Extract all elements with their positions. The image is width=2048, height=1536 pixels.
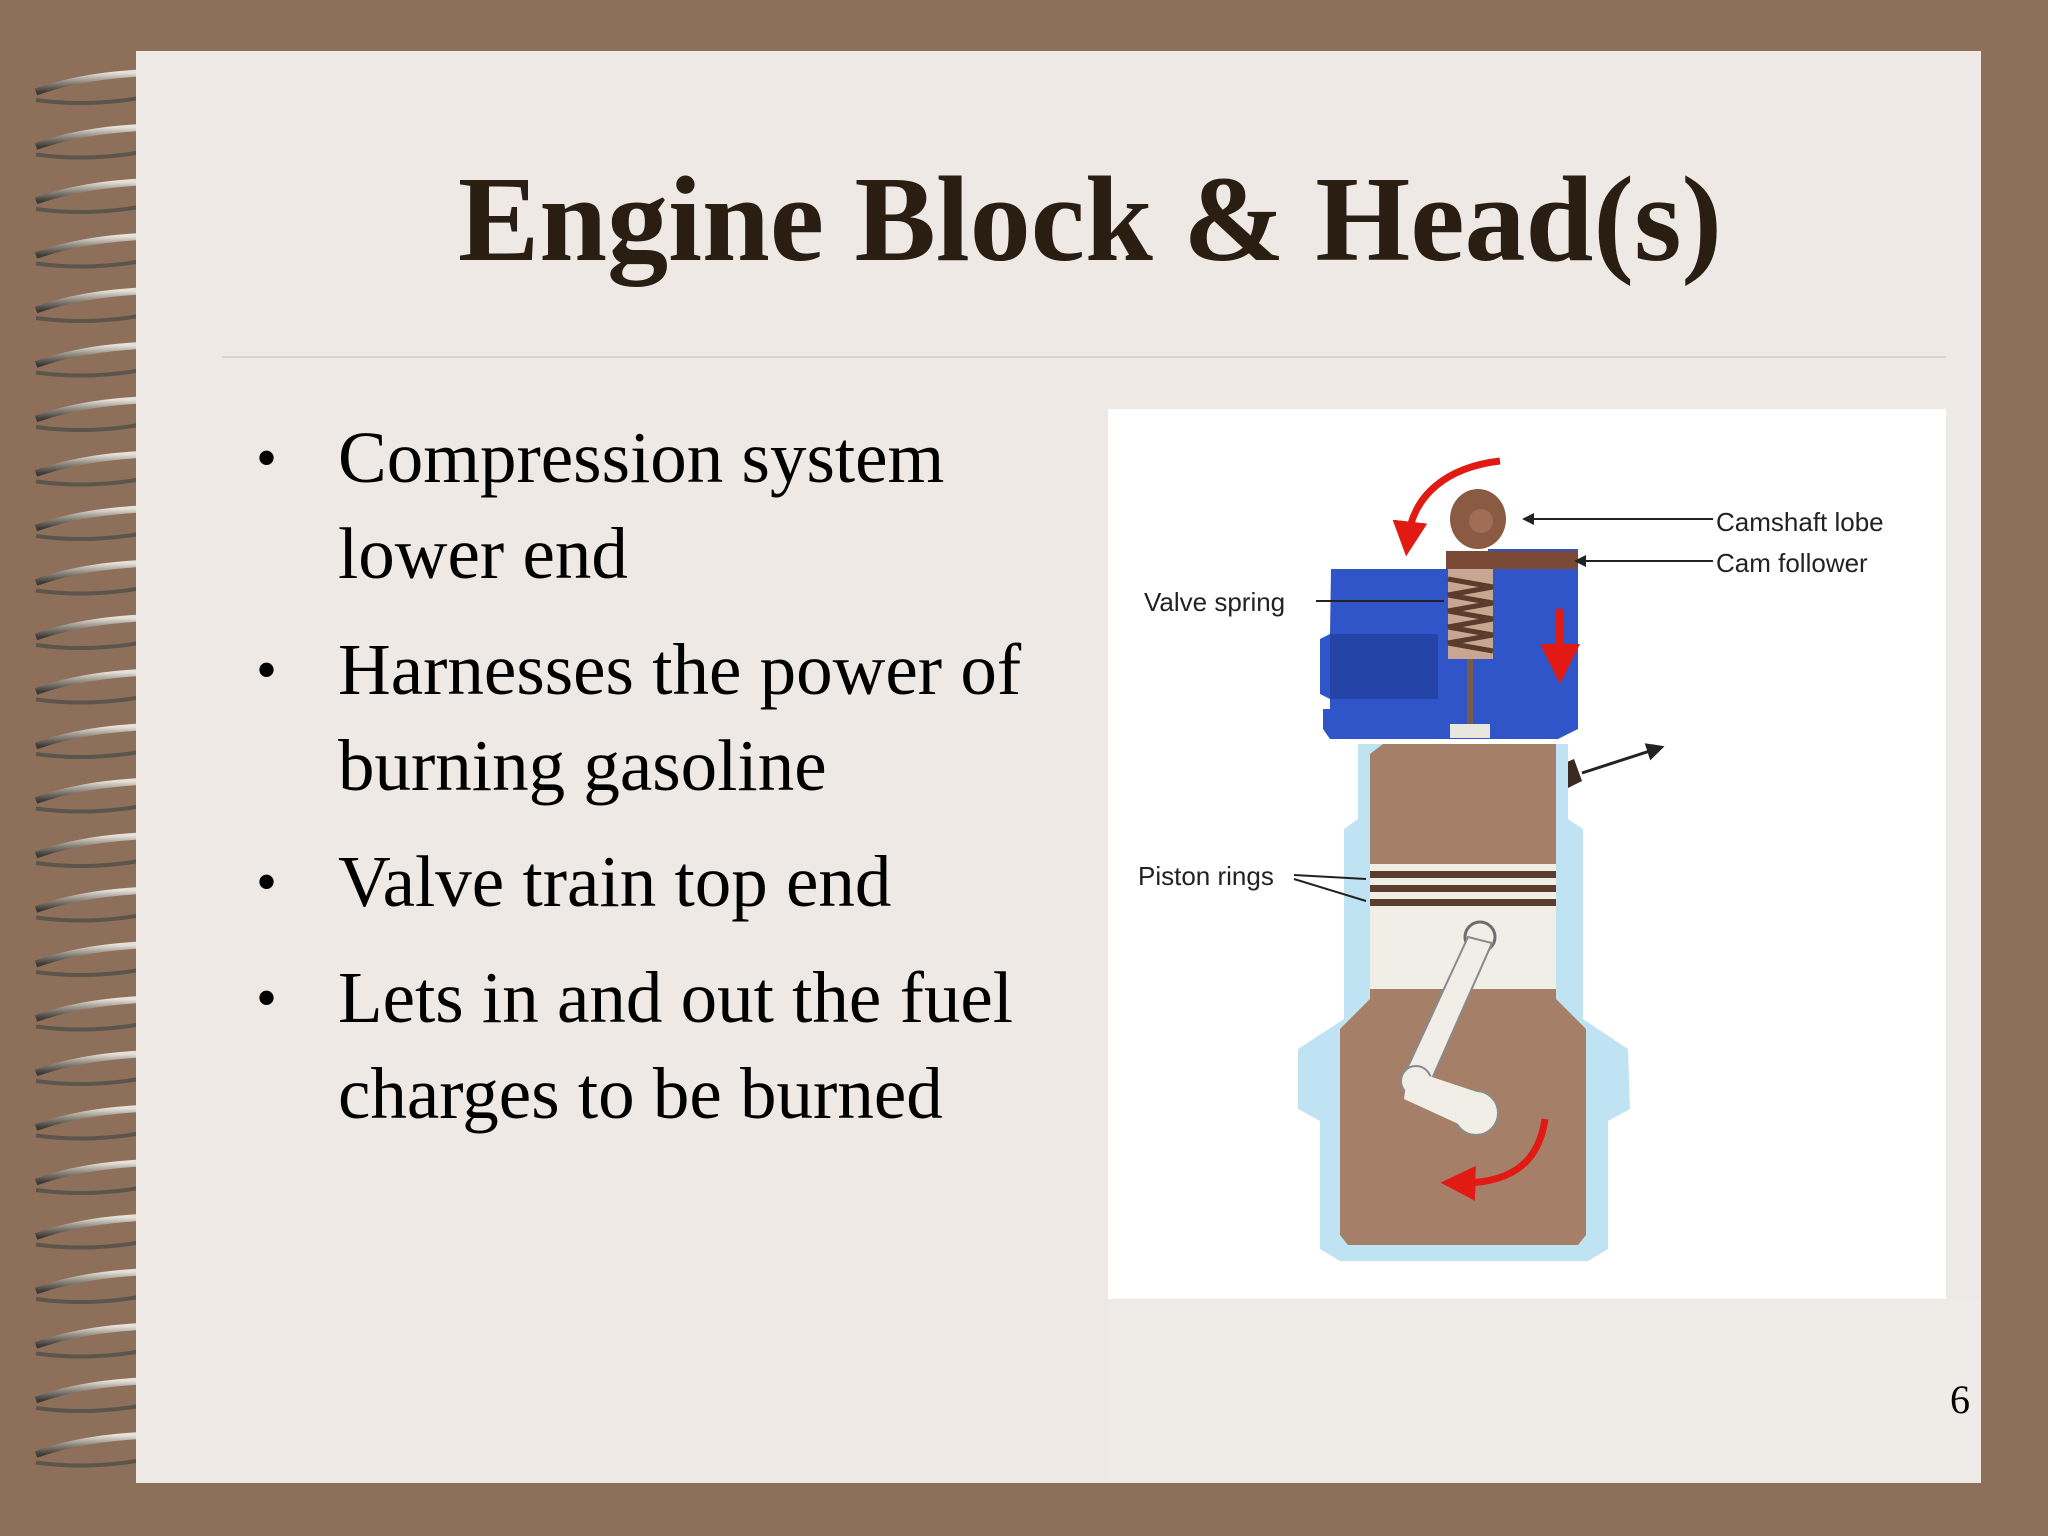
spiral-coil-back <box>35 421 151 432</box>
slide-title: Engine Block & Head(s) <box>457 152 1723 287</box>
bullet-text: Harnesses the power of burning gasoline <box>338 629 1022 806</box>
spiral-coil-back <box>35 203 151 214</box>
bullet-marker: • <box>256 425 278 491</box>
spiral-coil-back <box>35 693 151 705</box>
valve-head <box>1450 724 1490 738</box>
title-divider <box>222 356 1946 358</box>
engine-diagram: Camshaft lobe Cam follower Valve spring … <box>1108 409 1946 1299</box>
bullet-marker: • <box>256 849 278 915</box>
crank-rotation-arrow-icon <box>1440 1118 1549 1201</box>
spiral-coil-back <box>35 1075 151 1086</box>
spiral-coil-back <box>35 1020 151 1032</box>
spiral-coil-back <box>35 366 151 378</box>
rings-leader-line <box>1293 874 1367 880</box>
crank-arm <box>1404 1069 1480 1133</box>
label-camshaft-lobe: Camshaft lobe <box>1716 507 1884 537</box>
spiral-coil-back <box>35 911 151 923</box>
spiral-coil-back <box>35 857 151 868</box>
spiral-coil-back <box>35 1456 151 1468</box>
spiral-coil-back <box>35 1347 151 1359</box>
spiral-coil-back <box>35 1129 151 1141</box>
spiral-coil-back <box>35 94 151 105</box>
cam-follower <box>1446 551 1578 569</box>
bullet-item: • Lets in and out the fuel charges to be… <box>250 950 1080 1142</box>
rotation-arrow-icon <box>1392 457 1501 557</box>
spiral-coil-back <box>35 966 151 977</box>
spiral-coil-back <box>35 584 151 596</box>
spiral-coil-back <box>35 530 151 541</box>
bullet-marker: • <box>256 637 278 703</box>
spiral-coil-back <box>35 312 151 323</box>
bullet-text: Valve train top end <box>338 841 892 922</box>
spiral-coil-back <box>35 1293 151 1304</box>
bullet-marker: • <box>256 965 278 1031</box>
spiral-coil-back <box>35 475 151 487</box>
spiral-coil-back <box>35 802 151 814</box>
spiral-coil-back <box>35 639 151 650</box>
bullet-item: • Harnesses the power of burning gasolin… <box>250 622 1080 814</box>
rings-leader-line-2 <box>1293 878 1367 902</box>
label-piston-rings: Piston rings <box>1138 861 1274 891</box>
page-number: 6 <box>1950 1377 1970 1422</box>
piston-rings <box>1370 871 1556 906</box>
valve-spring <box>1447 569 1494 659</box>
intake-port <box>1330 634 1438 699</box>
spark-arrow-icon <box>1581 743 1665 775</box>
spiral-coil-back <box>35 148 151 160</box>
bullet-text: Compression system lower end <box>338 417 945 594</box>
label-cam-follower: Cam follower <box>1716 548 1868 578</box>
spiral-coil-back <box>35 748 151 759</box>
page-shade <box>1110 1300 1980 1480</box>
bullet-item: • Valve train top end <box>250 834 1080 930</box>
spiral-coil-back <box>35 257 151 269</box>
engine-cutaway-drawing: Camshaft lobe Cam follower Valve spring … <box>1138 457 1884 1261</box>
spiral-coil-back <box>35 1402 151 1413</box>
spiral-coil-back <box>35 1238 151 1250</box>
bullet-item: • Compression system lower end <box>250 410 1080 602</box>
spiral-coil-back <box>35 1184 151 1195</box>
label-valve-spring: Valve spring <box>1144 587 1285 617</box>
bullet-list: • Compression system lower end • Harness… <box>250 410 1080 1162</box>
bullet-text: Lets in and out the fuel charges to be b… <box>338 957 1014 1134</box>
